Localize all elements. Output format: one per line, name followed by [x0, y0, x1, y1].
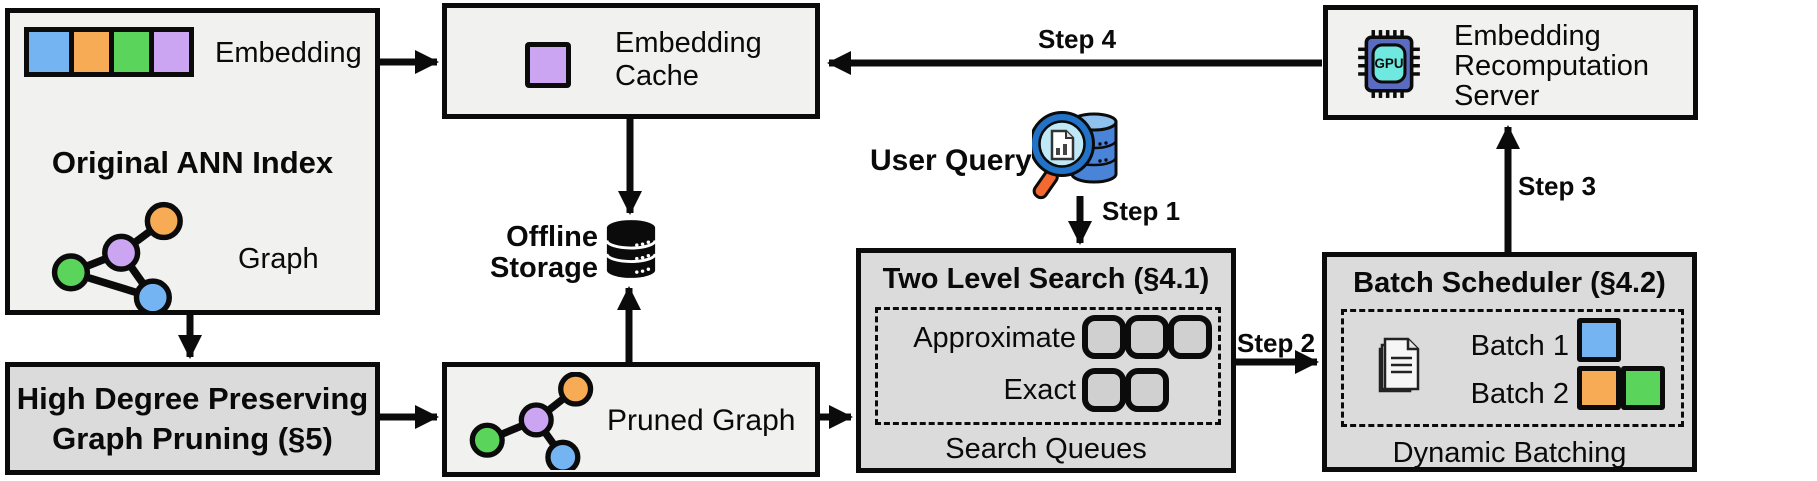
graph-node-orange — [558, 372, 594, 407]
graph-pruning-line2: Graph Pruning (§5) — [52, 421, 333, 456]
cached-embedding-icon — [525, 42, 571, 88]
embedding-cell-blue — [29, 32, 69, 72]
graph-node-green — [51, 253, 91, 292]
queue-slot — [1168, 315, 1212, 359]
original-ann-index-title: Original ANN Index — [51, 145, 334, 180]
batch1-label: Batch 1 — [1470, 330, 1569, 362]
embedding-cell-green — [109, 32, 149, 72]
gpu-chip-icon: GPU — [1358, 30, 1420, 98]
embedding-cache-box: Embedding Cache — [442, 3, 820, 119]
graph-node-blue — [545, 439, 581, 470]
offline-storage-label: Offline Storage — [460, 222, 598, 284]
embedding-cell-orange — [69, 32, 109, 72]
graph-label: Graph — [238, 243, 319, 275]
queue-slot — [1125, 368, 1169, 412]
embedding-label: Embedding — [215, 37, 362, 69]
batch1-item-blue — [1577, 318, 1621, 362]
server-line2: Recomputation — [1454, 50, 1650, 82]
exact-queue-icons — [1082, 368, 1169, 412]
embedding-vector-icon — [24, 27, 194, 77]
graph-node-purple — [518, 402, 554, 438]
approximate-label: Approximate — [913, 322, 1076, 354]
server-line1: Embedding — [1454, 20, 1601, 52]
search-queues-panel: Approximate Exact — [875, 307, 1221, 425]
dynamic-batching-caption: Dynamic Batching — [1392, 437, 1627, 469]
dynamic-batching-panel: Batch 1 Batch 2 — [1341, 309, 1684, 427]
exact-label: Exact — [1003, 374, 1076, 406]
query-document-glyph — [1050, 129, 1075, 161]
original-ann-index-box: Embedding Original ANN Index Graph — [5, 8, 380, 315]
graph-pruning-box: High Degree Preserving Graph Pruning (§5… — [5, 362, 380, 475]
offline-storage-database-icon — [605, 220, 657, 278]
batch-scheduler-box: Batch Scheduler (§4.2) Batch 1 Batch 2 D… — [1322, 252, 1697, 472]
search-queues-caption: Search Queues — [945, 433, 1147, 465]
graph-node-purple — [102, 233, 141, 272]
step4-label: Step 4 — [1038, 24, 1117, 54]
two-level-search-title: Two Level Search (§4.1) — [882, 263, 1210, 295]
approximate-queue-icons — [1082, 315, 1212, 359]
graph-node-green — [469, 422, 505, 458]
documents-stack-icon — [1378, 337, 1420, 393]
pruned-graph-box: Pruned Graph — [442, 362, 820, 477]
step3-label: Step 3 — [1518, 171, 1597, 201]
batch2-label: Batch 2 — [1470, 378, 1569, 410]
original-graph-icon — [51, 201, 183, 311]
batch2-item-orange — [1577, 366, 1621, 410]
recomputation-server-box: GPU Embedding Recomputation Server — [1323, 5, 1698, 120]
embedding-cell-purple — [149, 32, 189, 72]
embedding-cache-line2: Cache — [615, 60, 699, 92]
pruned-graph-label: Pruned Graph — [607, 404, 796, 437]
embedding-cache-line1: Embedding — [615, 27, 762, 59]
recomputation-server-label: Embedding Recomputation Server — [1454, 21, 1649, 111]
graph-pruning-title: High Degree Preserving Graph Pruning (§5… — [10, 379, 375, 459]
queue-slot — [1125, 315, 1169, 359]
user-query-label: User Query — [870, 144, 1032, 177]
queue-slot — [1082, 315, 1126, 359]
two-level-search-box: Two Level Search (§4.1) Approximate Exac… — [856, 248, 1236, 473]
step2-label: Step 2 — [1237, 328, 1316, 358]
embedding-cache-label: Embedding Cache — [615, 27, 762, 93]
graph-node-orange — [144, 201, 183, 241]
pruned-graph-icon — [469, 372, 594, 470]
server-line3: Server — [1454, 80, 1540, 112]
graph-pruning-line1: High Degree Preserving — [16, 381, 369, 416]
gpu-text: GPU — [1375, 56, 1404, 71]
step1-label: Step 1 — [1102, 196, 1181, 226]
graph-node-blue — [133, 278, 172, 311]
batch-scheduler-title: Batch Scheduler (§4.2) — [1353, 267, 1666, 299]
offline-storage-line2: Storage — [490, 252, 598, 284]
user-query-icon — [1032, 111, 1118, 200]
offline-storage-line1: Offline — [506, 221, 598, 253]
queue-slot — [1082, 368, 1126, 412]
batch2-item-green — [1621, 366, 1665, 410]
